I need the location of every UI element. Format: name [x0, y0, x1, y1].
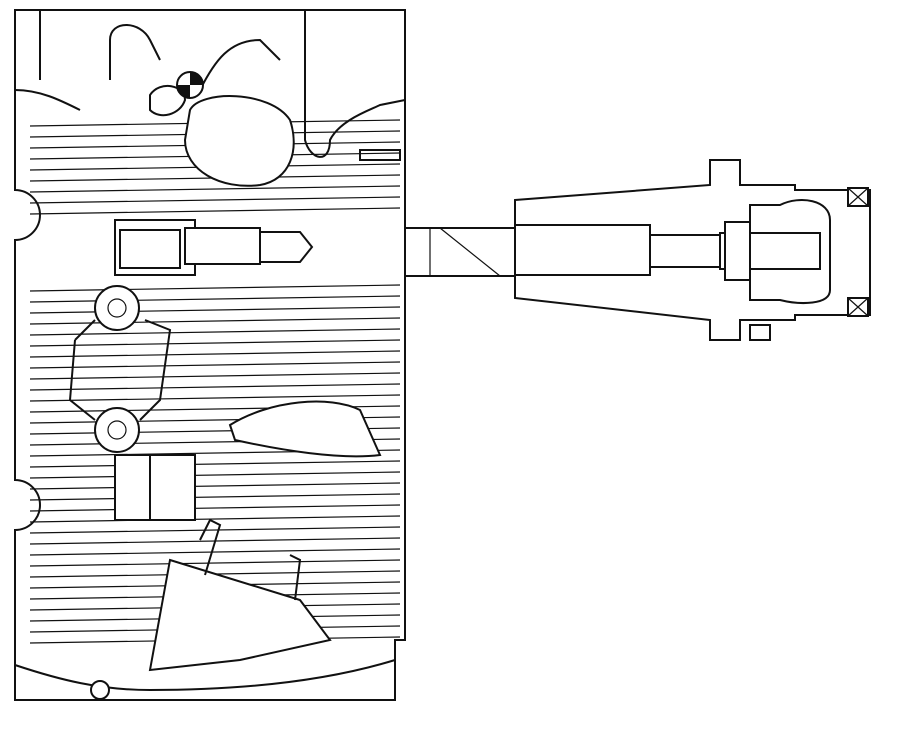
hatch-line — [29, 328, 401, 336]
hatch-line — [29, 526, 401, 534]
hatch-lines — [29, 119, 401, 644]
housing — [14, 9, 406, 701]
hatch-line — [29, 207, 401, 215]
hatch-line — [29, 471, 401, 479]
hatch-line — [29, 504, 401, 512]
hatch-line — [29, 482, 401, 490]
hatch-line — [29, 361, 401, 369]
hatch-line — [29, 383, 401, 391]
hatch-line — [29, 306, 401, 314]
hatch-line — [29, 460, 401, 468]
hatch-line — [29, 196, 401, 204]
tool-assembly — [404, 159, 871, 341]
center-of-gravity-marker — [176, 71, 204, 99]
hatch-line — [29, 185, 401, 193]
hatch-line — [29, 284, 401, 292]
hatch-line — [29, 372, 401, 380]
hatch-line — [29, 317, 401, 325]
hatch-line — [29, 559, 401, 567]
hatch-line — [29, 548, 401, 556]
hatch-line — [29, 493, 401, 501]
hatch-line — [29, 515, 401, 523]
hatch-line — [29, 394, 401, 402]
hatch-line — [29, 339, 401, 347]
hatch-line — [29, 350, 401, 358]
hatch-line — [29, 295, 401, 303]
